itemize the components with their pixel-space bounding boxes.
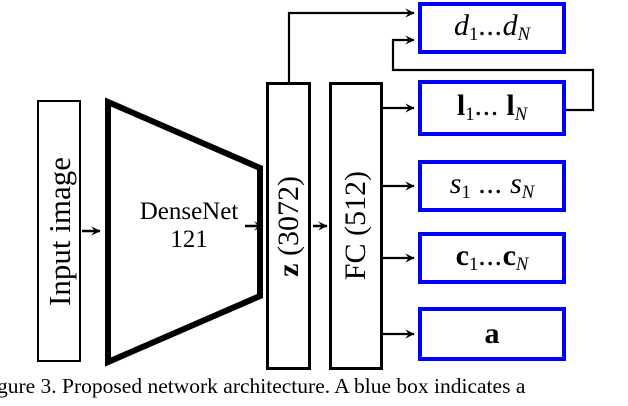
output-box-a: a (418, 307, 566, 361)
output-d-first-sub: 1 (468, 24, 479, 46)
output-d-first: d (453, 9, 469, 43)
densenet-label-line1: DenseNet (139, 198, 239, 225)
latent-dim-spacer (272, 256, 305, 264)
output-c-last: c (502, 239, 516, 273)
input-image-label: Input image (41, 156, 77, 306)
output-d-last-sub: N (517, 24, 530, 46)
output-c-first: c (455, 239, 469, 273)
output-label-d: d1...dN (454, 11, 530, 45)
output-l-first-sub: 1 (465, 104, 475, 126)
output-l-last-sub: N (514, 104, 528, 126)
output-d-dots: ... (478, 9, 503, 43)
densenet-block: DenseNet 121 (104, 97, 263, 367)
output-box-l: l1... lN (418, 80, 566, 136)
output-s-last: s (510, 167, 522, 201)
densenet-trapezoid-icon (105, 97, 263, 367)
output-label-l: l1... lN (457, 91, 527, 125)
output-label-a: a (485, 319, 500, 349)
latent-vector-box: z (3072) (266, 82, 311, 370)
latent-dim: (3072) (271, 175, 305, 256)
output-s-first: s (449, 167, 462, 201)
densenet-label-line2: 121 (170, 226, 208, 253)
output-a-first: a (484, 317, 500, 350)
densenet-label: DenseNet 121 (114, 198, 264, 254)
output-l-last: l (506, 89, 515, 123)
output-c-last-sub: N (515, 254, 529, 276)
output-s-gap2 (503, 167, 511, 200)
fc-dim: (512) (339, 171, 372, 237)
latent-vector-label: z (3072) (271, 175, 305, 277)
output-c-first-sub: 1 (468, 254, 479, 276)
latent-symbol: z (271, 263, 305, 277)
output-label-c: c1...cN (456, 241, 529, 275)
output-c-dots: ... (478, 239, 503, 273)
fc-layer-box: FC (512) (329, 82, 383, 370)
fc-symbol: FC (339, 243, 372, 281)
output-s-dots: ... (478, 167, 503, 201)
output-box-d: d1...dN (418, 2, 566, 54)
wire-z-to-d (287, 8, 415, 82)
output-s-last-sub: N (521, 182, 535, 204)
figure-caption: igure 3. Proposed network architecture. … (0, 374, 526, 398)
output-l-dots: ... (474, 89, 499, 123)
input-image-box: Input image (37, 100, 81, 362)
fc-dim-spacer (339, 236, 372, 244)
output-d-last: d (502, 9, 518, 43)
output-s-first-sub: 1 (461, 182, 471, 204)
output-box-s: s1 ... sN (418, 160, 566, 212)
output-l-first: l (456, 89, 466, 123)
output-box-c: c1...cN (418, 232, 566, 284)
fc-layer-label: FC (512) (339, 171, 372, 281)
output-label-s: s1 ... sN (450, 169, 534, 203)
